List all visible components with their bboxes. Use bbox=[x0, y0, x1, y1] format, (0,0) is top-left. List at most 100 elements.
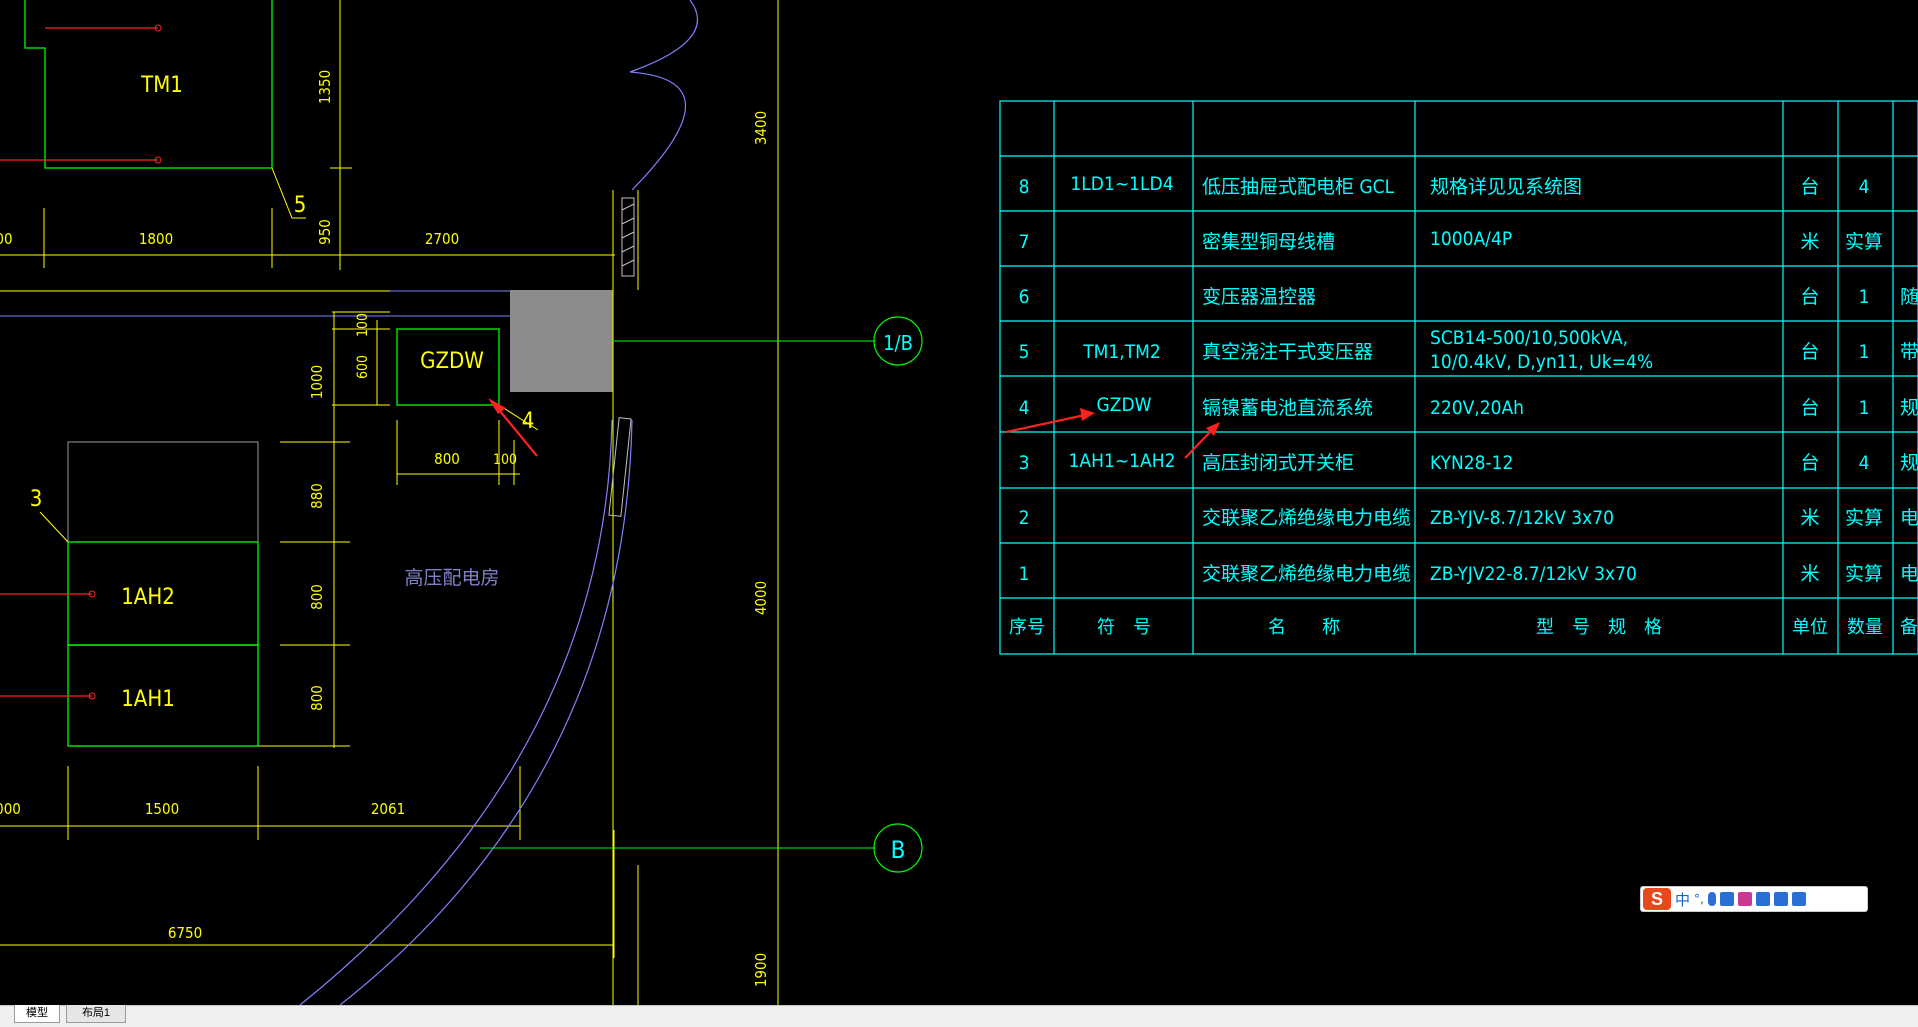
dim-row-bottom bbox=[0, 766, 521, 840]
layout-tab-bar bbox=[0, 1005, 1918, 1027]
leader-5-label: 5 bbox=[294, 193, 307, 218]
leader-5 bbox=[271, 167, 306, 219]
header-note: 备 bbox=[1900, 617, 1918, 638]
table-header-row: 序号 符 号 名 称 型 号 规 格 单位 数量 备 bbox=[1009, 617, 1918, 638]
header-spec: 型 号 规 格 bbox=[1536, 617, 1662, 638]
table-row-3: 3 1AH1~1AH2 高压封闭式开关柜 KYN28-12 台 4 规 bbox=[1019, 450, 1918, 474]
cell-note: 随变 bbox=[1900, 286, 1918, 308]
cell-no: 6 bbox=[1019, 286, 1030, 308]
table-row-4: 4 GZDW 镉镍蓄电池直流系统 220V,20Ah 台 1 规格 bbox=[1019, 394, 1918, 419]
dim-chain-vertical bbox=[258, 312, 350, 748]
cell-qty: 1 bbox=[1859, 286, 1870, 308]
cell-spec: 220V,20Ah bbox=[1430, 397, 1524, 419]
cell-name: 高压封闭式开关柜 bbox=[1202, 452, 1354, 474]
cell-name: 真空浇注干式变压器 bbox=[1202, 341, 1373, 363]
tab-layout1[interactable]: 布局1 bbox=[66, 1005, 126, 1023]
dim-gzdw bbox=[332, 311, 520, 485]
cell-name: 低压抽屉式配电柜 GCL bbox=[1202, 176, 1395, 198]
game-icon[interactable] bbox=[1755, 892, 1770, 906]
cell-name: 交联聚乙烯绝缘电力电缆 bbox=[1202, 507, 1411, 529]
tm1-enclosure bbox=[24, 0, 273, 169]
tm1-label: TM1 bbox=[140, 73, 183, 98]
dim-00-top: 00 bbox=[0, 230, 13, 248]
cell-symbol: 1LD1~1LD4 bbox=[1070, 173, 1173, 195]
dim-100-gzdw-top: 100 bbox=[355, 313, 371, 337]
ime-punctuation-toggle[interactable]: °, bbox=[1694, 892, 1704, 906]
table-row-1: 1 交联聚乙烯绝缘电力电缆 ZB-YJV22-8.7/12kV 3x70 米 实… bbox=[1019, 563, 1918, 585]
cell-note: 电缆 bbox=[1900, 507, 1918, 529]
settings-gear-icon[interactable] bbox=[1791, 892, 1806, 906]
cell-qty: 实算 bbox=[1845, 231, 1883, 253]
dim-800-gzdw: 800 bbox=[434, 450, 460, 468]
label-1ah2: 1AH2 bbox=[121, 585, 175, 610]
dim-800-a: 800 bbox=[308, 584, 326, 610]
cell-unit: 台 bbox=[1800, 341, 1819, 363]
cell-note: 电缆 bbox=[1900, 563, 1918, 585]
cable-route-curve bbox=[299, 419, 633, 1005]
header-qty: 数量 bbox=[1847, 617, 1883, 638]
dim-4000: 4000 bbox=[752, 581, 770, 615]
dim-1900: 1900 bbox=[752, 953, 770, 987]
cell-spec-line2: 10/0.4kV, D,yn11, Uk=4% bbox=[1430, 351, 1653, 373]
red-arrow-table-1 bbox=[1005, 408, 1095, 434]
spare-cabinet-outline bbox=[67, 441, 259, 543]
dim-000-bottom: 000 bbox=[0, 800, 21, 818]
dim-2700: 2700 bbox=[425, 230, 459, 248]
cell-symbol: 1AH1~1AH2 bbox=[1069, 450, 1176, 472]
ime-language-toggle[interactable]: 中 bbox=[1675, 890, 1691, 909]
dim-row-top bbox=[0, 208, 615, 268]
red-arrow-table-2 bbox=[1184, 422, 1220, 459]
cell-no: 2 bbox=[1019, 507, 1030, 529]
cell-note: 带外 bbox=[1900, 341, 1918, 363]
cell-qty: 实算 bbox=[1845, 507, 1883, 529]
cell-name: 镉镍蓄电池直流系统 bbox=[1202, 397, 1373, 419]
dim-1800: 1800 bbox=[139, 230, 173, 248]
cell-spec: ZB-YJV22-8.7/12kV 3x70 bbox=[1430, 563, 1637, 585]
cabinet-red-leads bbox=[0, 590, 96, 700]
dim-6750-text: 6750 bbox=[168, 924, 202, 942]
cell-qty: 实算 bbox=[1845, 563, 1883, 585]
axis-1b-label: 1/B bbox=[883, 331, 913, 355]
cell-unit: 米 bbox=[1800, 563, 1819, 585]
cell-no: 4 bbox=[1019, 397, 1030, 419]
cell-no: 8 bbox=[1019, 176, 1030, 198]
dim-950: 950 bbox=[316, 219, 334, 245]
cell-qty: 4 bbox=[1859, 452, 1870, 474]
cell-unit: 台 bbox=[1800, 452, 1819, 474]
skin-icon[interactable] bbox=[1737, 892, 1752, 906]
ime-toolbar[interactable]: S 中 °, bbox=[1640, 886, 1868, 912]
keyboard-icon[interactable] bbox=[1719, 892, 1734, 906]
cell-name: 交联聚乙烯绝缘电力电缆 bbox=[1202, 563, 1411, 585]
axis-1b bbox=[612, 316, 923, 366]
axis-b bbox=[480, 823, 923, 873]
gzdw-cabinet bbox=[396, 328, 500, 406]
sogou-logo-icon[interactable]: S bbox=[1643, 888, 1671, 910]
cell-note: 规格 bbox=[1900, 397, 1918, 419]
equipment-table-grid bbox=[999, 100, 1918, 655]
wall-opening bbox=[510, 290, 613, 392]
table-row-5: 5 TM1,TM2 真空浇注干式变压器 SCB14-500/10,500kVA,… bbox=[1019, 327, 1918, 373]
label-1ah1: 1AH1 bbox=[121, 687, 175, 712]
cell-spec: SCB14-500/10,500kVA, bbox=[1430, 327, 1628, 349]
microphone-icon[interactable] bbox=[1707, 892, 1716, 906]
door-swing bbox=[629, 0, 699, 191]
axis-b-label: B bbox=[891, 836, 906, 864]
wall-hatch bbox=[608, 197, 635, 517]
cell-name: 变压器温控器 bbox=[1202, 286, 1316, 308]
table-row-2: 2 交联聚乙烯绝缘电力电缆 ZB-YJV-8.7/12kV 3x70 米 实算 … bbox=[1019, 507, 1918, 529]
tab-model[interactable]: 模型 bbox=[14, 1005, 60, 1023]
dim-600: 600 bbox=[355, 355, 371, 379]
wall-lines bbox=[612, 0, 779, 1005]
cell-note: 规 bbox=[1900, 452, 1918, 474]
leader-4-label: 4 bbox=[522, 409, 535, 434]
cell-unit: 米 bbox=[1800, 507, 1819, 529]
toolbox-icon[interactable] bbox=[1773, 892, 1788, 906]
leader-3 bbox=[39, 511, 69, 543]
dim-1000: 1000 bbox=[308, 365, 326, 399]
dim-1350: 1350 bbox=[316, 70, 334, 104]
dim-3400: 3400 bbox=[752, 111, 770, 145]
cell-no: 1 bbox=[1019, 563, 1030, 585]
table-row-7: 7 密集型铜母线槽 1000A/4P 米 实算 bbox=[1019, 228, 1883, 253]
cad-model-space[interactable]: TM1 5 1350 950 00 1800 2700 GZDW 4 bbox=[0, 0, 1918, 1005]
leader-3-label: 3 bbox=[30, 487, 43, 512]
